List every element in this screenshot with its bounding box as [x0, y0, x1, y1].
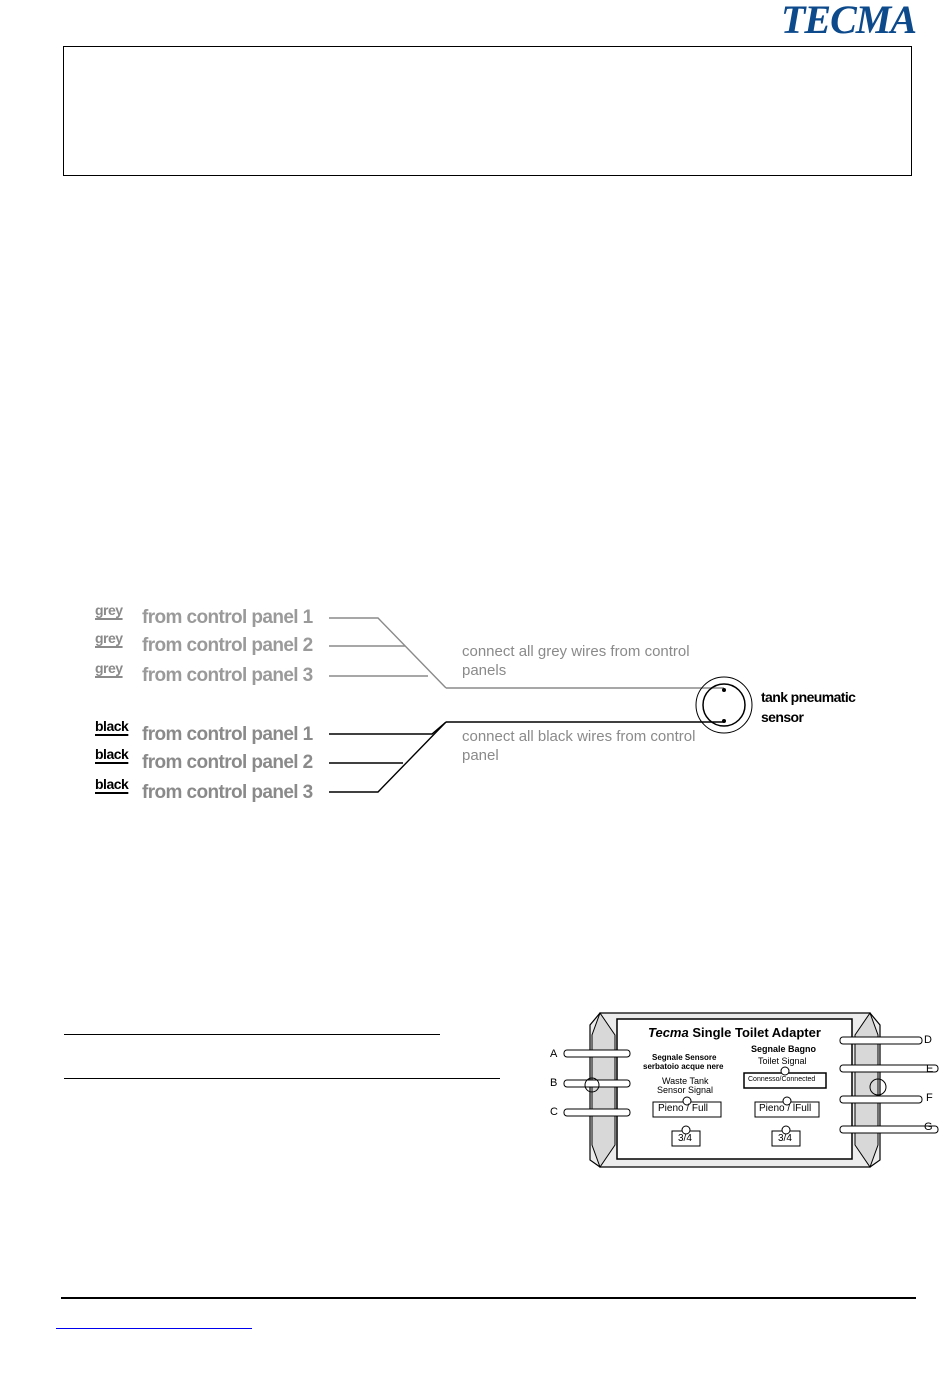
black-wires-note: connect all black wires from control pan…: [462, 728, 696, 764]
left-full-box: Pieno / Full: [658, 1103, 709, 1114]
footer-link[interactable]: [56, 1318, 252, 1329]
pin-g: G: [924, 1121, 933, 1133]
pin-d: D: [924, 1034, 932, 1046]
grey-source-2: from control panel 2: [142, 635, 313, 656]
right-sub: Toilet Signal: [758, 1056, 807, 1066]
pin-c: C: [550, 1106, 558, 1118]
left-sub-2: Sensor Signal: [657, 1085, 714, 1095]
left-heading-1: Segnale Sensore: [652, 1053, 717, 1062]
pin-f: F: [926, 1092, 933, 1104]
adapter-title: Tecma Single Toilet Adapter: [648, 1025, 821, 1040]
pin-e: E: [926, 1063, 934, 1075]
right-heading: Segnale Bagno: [751, 1044, 817, 1054]
footer-rule: [61, 1297, 916, 1299]
grey-label-3: grey: [95, 660, 123, 676]
grey-wire-1: [329, 617, 447, 689]
black-wire-1: [329, 721, 447, 735]
blank-line-1: [64, 1034, 440, 1035]
black-wire-3: [329, 721, 447, 793]
single-toilet-adapter: Tecma Single Toilet Adapter Segnale Sens…: [540, 1005, 945, 1175]
left-heading-2: serbatoio acque nere: [643, 1062, 724, 1071]
adapter-title-text: Single Toilet Adapter: [692, 1025, 821, 1040]
right-level-box: 3/4: [778, 1133, 792, 1144]
left-sub-1: Waste Tank: [662, 1076, 709, 1086]
header-box: [63, 46, 912, 176]
pin-a: A: [550, 1048, 558, 1060]
right-full-box: Pieno / lFull: [759, 1103, 812, 1114]
black-label-1: black: [95, 718, 129, 734]
black-source-3: from control panel 3: [142, 782, 313, 803]
connected-box: Connesso/Connected: [748, 1076, 816, 1083]
grey-label-1: grey: [95, 602, 123, 618]
pin-b: B: [550, 1077, 558, 1089]
black-source-2: from control panel 2: [142, 752, 313, 773]
black-source-1: from control panel 1: [142, 724, 313, 745]
black-label-3: black: [95, 776, 129, 792]
left-level-box: 3/4: [678, 1133, 692, 1144]
tecma-logo: TECMA: [780, 0, 917, 42]
tank-sensor-label: tank pneumatic sensor: [761, 689, 856, 725]
grey-source-1: from control panel 1: [142, 607, 313, 628]
grey-source-3: from control panel 3: [142, 665, 313, 686]
black-label-2: black: [95, 746, 129, 762]
grey-wires-note: connect all grey wires from control pane…: [462, 643, 690, 679]
tank-sensor-symbol: [695, 676, 753, 734]
grey-label-2: grey: [95, 630, 123, 646]
blank-line-2: [64, 1078, 500, 1079]
adapter-brand: Tecma: [648, 1025, 689, 1040]
adapter-outline: [563, 1011, 939, 1169]
